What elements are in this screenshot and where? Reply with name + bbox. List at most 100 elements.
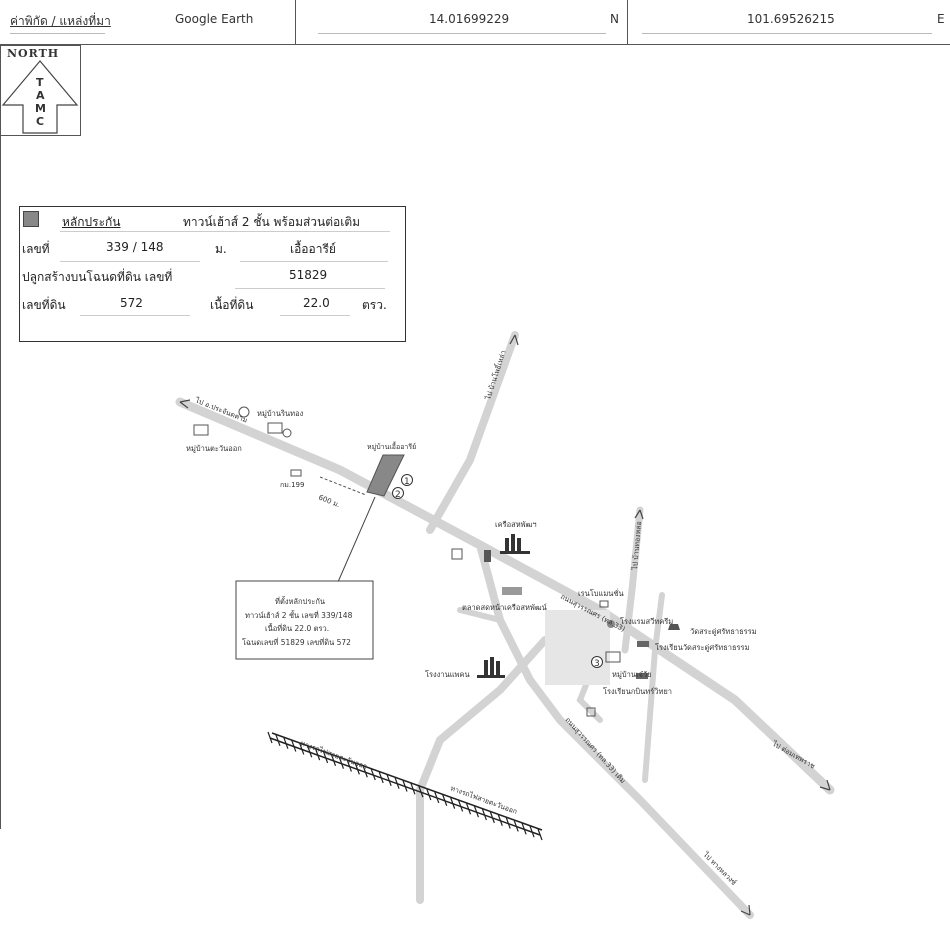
property-info-box: หลักประกัน ทาวน์เฮ้าส์ 2 ชั้น พร้อมส่วนต… (19, 206, 406, 342)
label-hotel: โรงแรมสวีทครีม (620, 617, 673, 626)
road-north (426, 331, 519, 534)
km-marker-label: กม.199 (280, 481, 304, 489)
railway-tie (283, 737, 289, 749)
divider (240, 261, 388, 262)
railway (267, 731, 543, 841)
railway-tie (378, 771, 384, 784)
railway-tie (386, 774, 392, 786)
railway-tie (458, 800, 464, 812)
divider (80, 315, 190, 316)
railway-tie (291, 740, 297, 752)
header-longitude-cell: 101.69526215 E (628, 0, 950, 44)
chimney (496, 661, 500, 676)
factory-base (500, 551, 530, 554)
label-school: โรงเรียนวัดสระดู่ศรัทธาธรรม (655, 643, 750, 652)
resort-icon (607, 620, 615, 628)
railway-tie (354, 763, 360, 775)
road-west-short (457, 607, 503, 623)
railway-tie (442, 794, 448, 806)
label-road-name: ถนนสุวรรณศร (ทล.33) เดิม (564, 716, 627, 785)
railway-tie (521, 823, 527, 835)
railway-tie (323, 751, 329, 764)
chimney (484, 660, 488, 676)
marker-2-label: 2 (395, 490, 401, 500)
callout-line: ทาวน์เฮ้าส์ 2 ชั้น เลขที่ 339/148 (245, 610, 353, 620)
area-unit: ตรว. (362, 298, 387, 312)
divider (235, 288, 385, 289)
distance-label: 600 ม. (317, 493, 341, 509)
road-south (476, 541, 754, 919)
gate-icon (586, 707, 596, 717)
chimney (505, 538, 509, 552)
marker-3 (591, 656, 603, 668)
railway-tie (307, 746, 313, 758)
label-railway: ทางรถไฟสายตะวันออก (299, 738, 368, 771)
factory-icon (477, 657, 505, 678)
source-label: ค่าพิกัด / แหล่งที่มา (10, 14, 111, 28)
traffic-light-icon (484, 550, 491, 562)
railway-tie (315, 748, 321, 761)
callout-box (235, 580, 374, 660)
divider (10, 33, 105, 34)
railway-tie (394, 777, 400, 789)
label-market: ตลาดสดหน้าเครือสหพัฒน์ (462, 603, 547, 612)
railway-tie (434, 791, 440, 804)
property-swatch (23, 211, 39, 227)
divider (642, 33, 932, 34)
north-letter: T (36, 76, 44, 89)
railway-tie (537, 828, 543, 841)
parcel-label: เลขที่ดิน (22, 298, 66, 312)
railway-tie (346, 760, 352, 772)
chimney (517, 538, 521, 552)
deed-label: ปลูกสร้างบนโฉนดที่ดิน เลขที่ (22, 270, 173, 284)
railway-tie (275, 734, 281, 747)
header-latitude-cell: 14.01699229 N (296, 0, 628, 44)
coordinate-header: ค่าพิกัด / แหล่งที่มา Google Earth 14.01… (0, 0, 950, 45)
deed-number: 51829 (289, 268, 328, 282)
label-village-ueaari: หมู่บ้านเอื้ออารีย์ (367, 440, 416, 451)
marker-3-label: 3 (594, 659, 600, 669)
callout-leader (337, 496, 376, 583)
area-value: 22.0 (303, 296, 330, 310)
callout-line: ที่ตั้งหลักประกัน (275, 596, 325, 606)
railway-tie (505, 817, 511, 829)
railway-line (271, 732, 543, 831)
north-letter: A (36, 89, 45, 102)
chimney (511, 534, 515, 552)
divider (60, 231, 390, 232)
railway-tie (330, 754, 337, 767)
railway-tie (410, 783, 416, 795)
market-icon (451, 548, 463, 560)
chimney (490, 657, 494, 676)
callout-line: โฉนดเลขที่ 51829 เลขที่ดิน 572 (242, 637, 351, 647)
road-network (175, 331, 835, 919)
label-village-jaewuai: หมู่บ้านเจ๋วัย (612, 670, 652, 679)
road-northeast (621, 506, 644, 654)
marker-1 (401, 474, 413, 486)
label-village-tawanok: หมู่บ้านตะวันออก (186, 444, 242, 453)
north-label: NORTH (7, 47, 60, 60)
railway-tie (497, 814, 503, 826)
railway-tie (489, 811, 495, 824)
marker-3 (282, 428, 292, 438)
railway-tie (473, 805, 480, 818)
road-east-branch (642, 592, 665, 783)
road-southwest (416, 636, 549, 904)
label-temple: วัดสระดู่ศรัทธาธรรม (690, 627, 757, 636)
arrow-icon (509, 334, 519, 346)
factory-icon (500, 534, 530, 554)
railway-tie (426, 788, 432, 801)
property-title: หลักประกัน (62, 215, 121, 229)
school-icon (636, 673, 648, 679)
label-school: โรงเรียนกบินทร์วิทยา (603, 687, 672, 696)
source-value: Google Earth (175, 12, 254, 26)
latitude-direction: N (610, 12, 619, 26)
property-description: ทาวน์เฮ้าส์ 2 ชั้น พร้อมส่วนต่อเติม (183, 215, 361, 229)
main-road (175, 397, 835, 795)
area-label: เนื้อที่ดิน (210, 298, 254, 312)
railway-tie (450, 797, 456, 809)
railway-tie (529, 825, 535, 838)
north-arrow-box: NORTH T A M C (0, 45, 81, 136)
marker-2 (392, 487, 404, 499)
